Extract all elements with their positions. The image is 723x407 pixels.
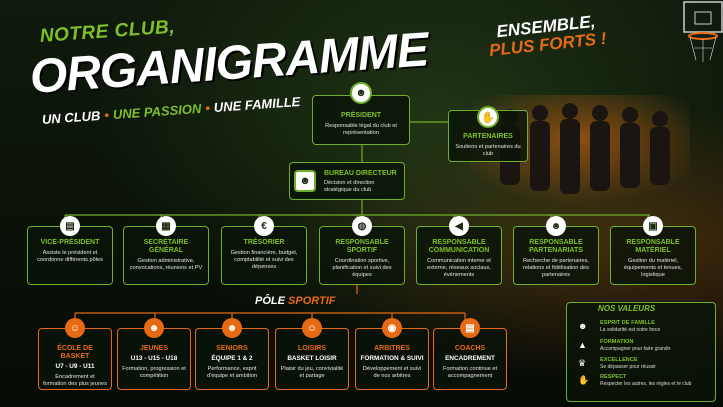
clipboard-icon: ▤	[460, 318, 480, 338]
sport-desc: Formation continue et accompagnement	[442, 366, 498, 379]
value-item: RESPECT Respecter les autres, les règles…	[600, 374, 691, 387]
megaphone-icon: ◀	[449, 216, 469, 236]
values-title: NOS VALEURS	[598, 304, 656, 313]
value-desc: La solidarité est notre force	[600, 327, 661, 333]
partners-desc: Soutiens et partenaires du club	[455, 144, 521, 157]
bureau-title: BUREAU DIRECTEUR	[324, 170, 397, 177]
value-desc: Accompagner pour faire grandir	[600, 346, 671, 352]
role-desc: Gestion administrative, convocations, ré…	[129, 258, 203, 271]
jersey-icon: ▣	[643, 216, 663, 236]
team-icon: ☻	[222, 318, 242, 338]
value-item: FORMATION Accompagner pour faire grandir	[600, 339, 670, 352]
values-panel	[566, 302, 716, 402]
sport-sub: FORMATION & SUIVI	[360, 355, 424, 362]
bureau-desc: Décision et direction stratégique du clu…	[324, 180, 375, 193]
role-box: RESPONSABLE SPORTIF Coordination sportiv…	[319, 226, 405, 285]
sport-box: COACHS ENCADREMENT Formation continue et…	[433, 328, 507, 390]
sport-sub: U7 - U9 - U11	[55, 363, 95, 370]
handshake-icon: ✋	[477, 106, 499, 128]
role-title: RESPONSABLE MATÉRIEL	[626, 239, 680, 254]
president-title: PRÉSIDENT	[340, 112, 382, 119]
role-title: TRÉSORIER	[243, 239, 285, 246]
partners-title: PARTENAIRES	[463, 133, 513, 140]
value-title: EXCELLENCE	[600, 357, 638, 363]
sport-box: ARBITRES FORMATION & SUIVI Développement…	[355, 328, 429, 390]
sport-desc: Développement et suivi de nos arbitres	[362, 366, 422, 379]
people-icon: ☻	[546, 216, 566, 236]
pole-title-part-2: SPORTIF	[288, 295, 336, 307]
role-desc: Gestion du matériel, équipements et tenu…	[623, 258, 683, 278]
sport-desc: Formation, progression et compétition	[122, 366, 186, 379]
leisure-icon: ☺	[302, 318, 322, 338]
value-item: ESPRIT DE FAMILLE La solidarité est notr…	[600, 320, 660, 333]
clipboard-icon: ▤	[60, 216, 80, 236]
sport-sub: ENCADREMENT	[445, 355, 495, 362]
role-desc: Communication interne et externe, réseau…	[427, 258, 491, 278]
basketball-icon: ◍	[352, 216, 372, 236]
role-desc: Gestion financière, budget, comptabilité…	[230, 250, 298, 270]
sport-title: LOISIRS	[297, 345, 326, 352]
role-title: RESPONSABLE COMMUNICATION	[428, 239, 490, 254]
pole-title-part-1: PÔLE	[255, 295, 285, 307]
bureau-box: BUREAU DIRECTEUR Décision et direction s…	[289, 162, 405, 200]
role-desc: Recherche de partenaires, relations et f…	[523, 258, 589, 278]
handshake-icon: ✋	[578, 375, 590, 385]
sport-desc: Plaisir du jeu, convivialité et partage	[280, 366, 344, 379]
sport-sub: ÉQUIPE 1 & 2	[211, 355, 253, 362]
value-title: FORMATION	[600, 339, 634, 345]
youth-icon: ☻	[144, 318, 164, 338]
value-item: EXCELLENCE Se dépasser pour réussir	[600, 357, 656, 370]
hoop-illustration	[683, 1, 723, 62]
sport-title: COACHS	[454, 345, 486, 352]
trophy-icon: ♛	[578, 358, 587, 368]
value-title: ESPRIT DE FAMILLE	[600, 320, 656, 326]
sport-desc: Performance, esprit d'équipe et ambition	[207, 366, 257, 379]
child-icon: ☺	[65, 318, 85, 338]
role-desc: Assiste le président et coordonne différ…	[37, 250, 103, 263]
sport-title: ÉCOLE DE BASKET	[57, 345, 93, 360]
euro-icon: €	[254, 216, 274, 236]
people-icon: ☻	[350, 82, 372, 104]
sport-box: JEUNES U13 - U15 - U18 Formation, progre…	[117, 328, 191, 390]
role-desc: Coordination sportive, planification et …	[332, 258, 392, 278]
sport-box: SENIORS ÉQUIPE 1 & 2 Performance, esprit…	[195, 328, 269, 390]
value-desc: Se dépasser pour réussir	[600, 364, 656, 370]
sport-title: SENIORS	[216, 345, 248, 352]
family-icon: ☻	[578, 321, 588, 331]
sport-sub: U13 - U15 - U18	[130, 355, 178, 362]
president-desc: Responsable légal du club et représentat…	[325, 123, 397, 136]
pole-title: PÔLE SPORTIF	[255, 295, 336, 307]
graduation-icon: ▲	[578, 340, 587, 350]
sport-title: JEUNES	[139, 345, 168, 352]
sport-sub: BASKET LOISIR	[287, 355, 337, 362]
sport-desc: Encadrement et formation des plus jeunes	[43, 374, 107, 387]
group-icon: ☻	[294, 170, 316, 192]
role-title: SECRÉTAIRE GÉNÉRAL	[143, 239, 189, 254]
role-box: RESPONSABLE PARTENARIATS Recherche de pa…	[513, 226, 599, 285]
role-title: RESPONSABLE SPORTIF	[335, 239, 389, 254]
role-title: RESPONSABLE PARTENARIATS	[529, 239, 583, 254]
sport-title: ARBITRES	[374, 345, 410, 352]
role-box: RESPONSABLE MATÉRIEL Gestion du matériel…	[610, 226, 696, 285]
value-title: RESPECT	[600, 374, 627, 380]
document-icon: ▦	[156, 216, 176, 236]
sport-box: ÉCOLE DE BASKET U7 - U9 - U11 Encadremen…	[38, 328, 112, 390]
role-title: VICE-PRÉSIDENT	[40, 239, 100, 246]
value-desc: Respecter les autres, les règles et le c…	[600, 381, 692, 387]
whistle-icon: ◉	[382, 318, 402, 338]
